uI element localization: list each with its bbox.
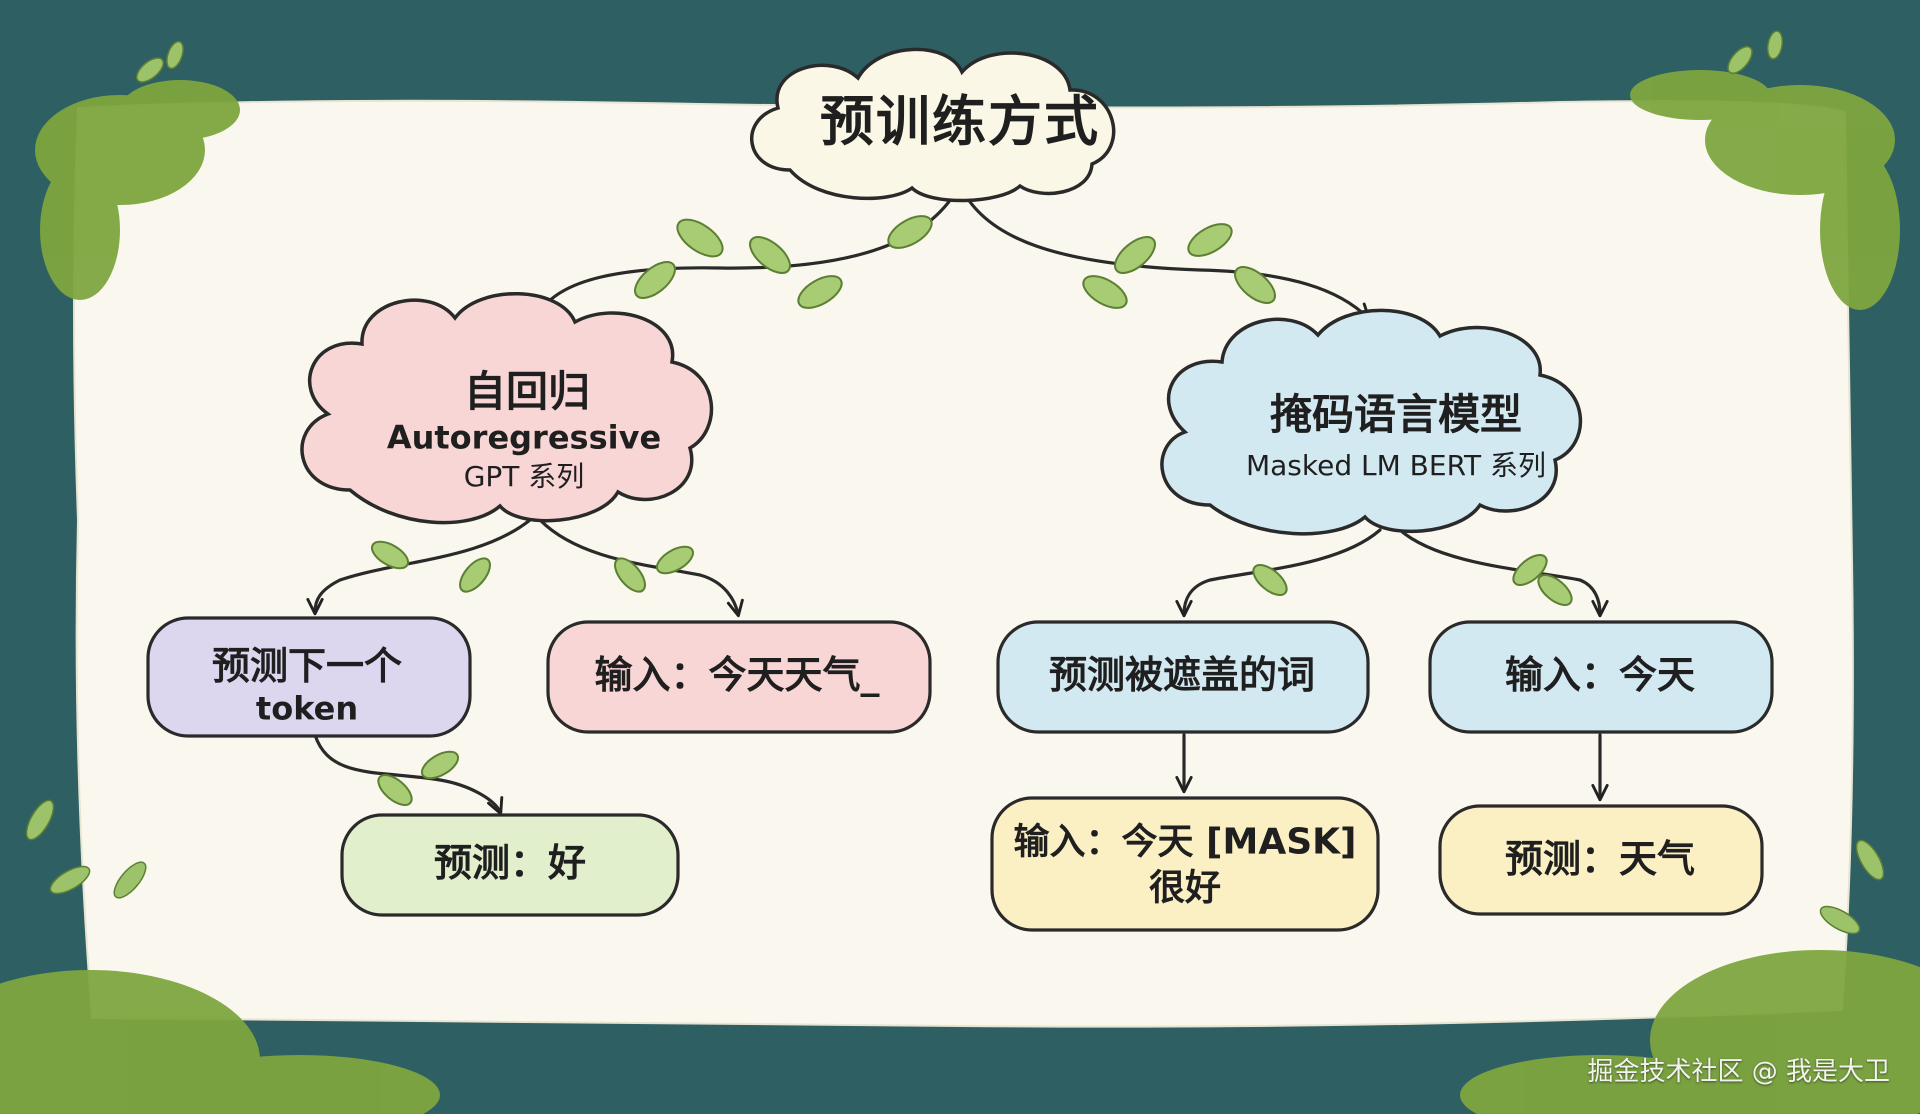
autoregressive-subtitle-cn: GPT 系列 xyxy=(463,459,585,493)
box-mlm-prediction xyxy=(1438,804,1764,916)
autoregressive-subtitle-en: Autoregressive xyxy=(386,418,662,457)
mlm-input-full-line2: 很好 xyxy=(1148,867,1222,909)
box-mlm-input-full xyxy=(990,796,1380,932)
box-ar-input xyxy=(546,620,932,734)
autoregressive-cloud-shape xyxy=(300,291,714,525)
vine-leaves xyxy=(370,215,1573,806)
boxes xyxy=(146,616,1774,932)
box-ar-prediction xyxy=(340,813,680,917)
root-cloud-shape xyxy=(750,47,1116,203)
predict-masked-word-label: 预测被遮盖的词 xyxy=(1048,653,1316,698)
box-predict-masked-word xyxy=(996,620,1370,734)
autoregressive-title: 自回归 xyxy=(463,366,591,416)
box-predict-next-token xyxy=(146,616,472,738)
vine-mlm-to-input xyxy=(1398,528,1609,618)
masked-subtitle: Masked LM BERT 系列 xyxy=(1245,448,1547,482)
predict-next-token-line2: token xyxy=(255,689,359,728)
watermark: 掘金技术社区 @ 我是大卫 xyxy=(1587,1057,1890,1087)
vine-ar-to-task xyxy=(306,518,532,616)
masked-cloud-shape xyxy=(1160,308,1583,536)
box-mlm-input-short xyxy=(1428,620,1774,734)
mlm-input-short-label: 输入：今天 xyxy=(1504,653,1696,698)
moss-decoration xyxy=(0,70,1920,1114)
predict-next-token-line1: 预测下一个 xyxy=(211,644,403,689)
mlm-input-full-line1: 输入：今天 [MASK] xyxy=(1013,821,1357,863)
vine-root-to-masked xyxy=(958,183,1371,321)
root-label: 预训练方式 xyxy=(820,89,1100,153)
ar-input-label: 输入：今天天气_ xyxy=(594,653,880,698)
ar-prediction-label: 预测：好 xyxy=(433,841,587,886)
vine-mlm-to-task xyxy=(1175,528,1382,618)
mlm-prediction-label: 预测：天气 xyxy=(1504,837,1696,882)
masked-title: 掩码语言模型 xyxy=(1269,389,1523,439)
leaf-sprigs xyxy=(25,30,1885,935)
